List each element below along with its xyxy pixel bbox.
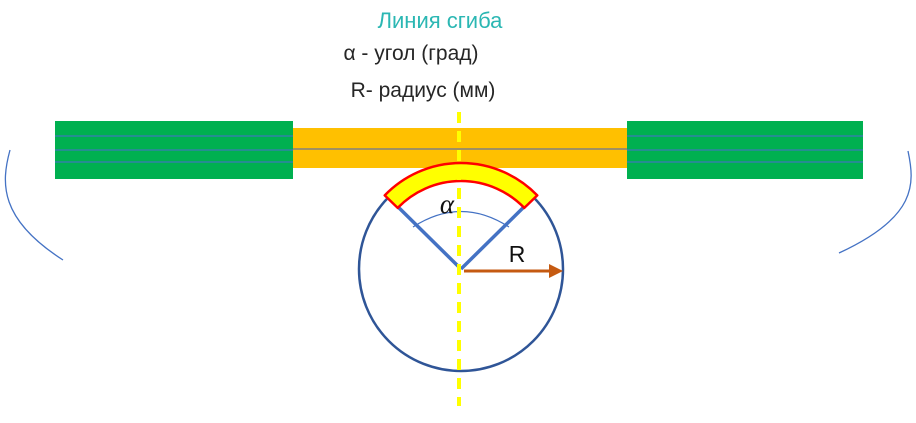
bend-arc-band: [383, 161, 539, 210]
alpha-label: α: [440, 189, 455, 219]
left-fold-guide-arc: [4, 149, 64, 261]
legend-radius-text: R- радиус (мм): [351, 79, 496, 102]
right-fold-guide-arc: [838, 150, 912, 254]
legend-alpha-text: α - угол (град): [343, 42, 478, 65]
angle-leg-left-line: [387, 196, 463, 271]
radius-label: R: [509, 241, 526, 267]
diagram-title: Линия сгиба: [378, 8, 504, 33]
angle-leg-right-line: [459, 196, 535, 271]
sheet-guide-lines: [55, 135, 863, 163]
radius-arrow-head: [549, 264, 563, 278]
